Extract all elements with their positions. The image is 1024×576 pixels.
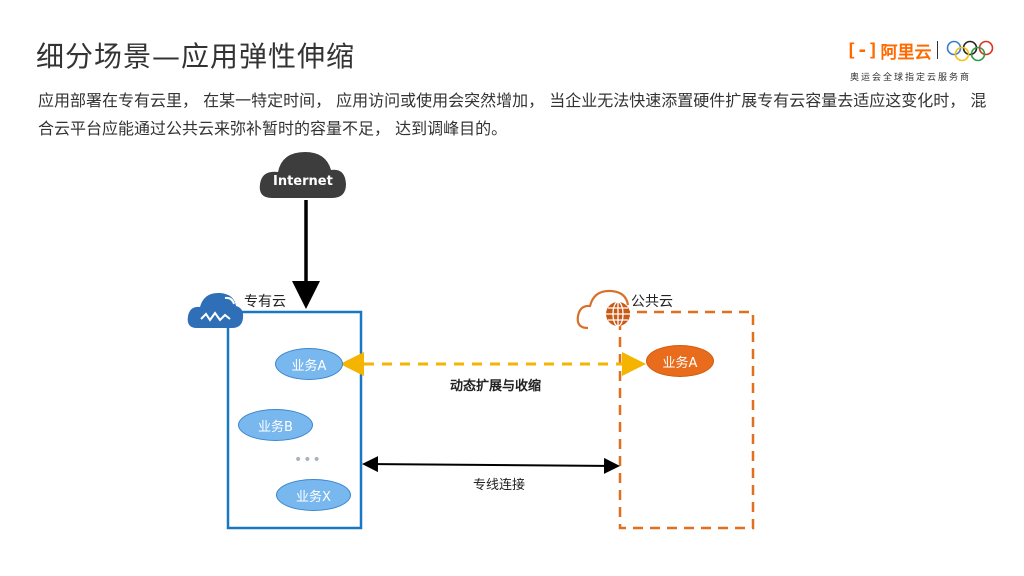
- olympic-rings-icon: [946, 40, 994, 62]
- more-services-ellipsis: •••: [294, 452, 322, 468]
- logo-brand: [-] 阿里云: [846, 38, 932, 63]
- private-service-x[interactable]: 业务X: [276, 479, 351, 511]
- logo-brand-name: 阿里云: [880, 43, 932, 63]
- public-service-a[interactable]: 业务A: [646, 345, 714, 377]
- description-text: 应用部署在专有云里， 在某一特定时间， 应用访问或使用会突然增加， 当企业无法快…: [38, 91, 987, 138]
- public-cloud-box: [618, 310, 755, 530]
- logo-bracket-icon: [-]: [846, 40, 879, 61]
- private-cloud-label: 专有云: [244, 294, 286, 310]
- public-cloud-label: 公共云: [631, 294, 673, 310]
- internet-label: Internet: [273, 174, 333, 189]
- dedicated-line-arrow: [362, 456, 620, 474]
- public-cloud-globe-icon: [576, 289, 630, 330]
- private-service-a[interactable]: 业务A: [275, 348, 343, 380]
- logo-separator: [937, 41, 938, 59]
- private-cloud-icon: [187, 292, 244, 328]
- dedicated-line-label: 专线连接: [473, 478, 526, 493]
- page-title: 细分场景—应用弹性伸缩: [36, 40, 356, 73]
- logo-tagline: 奥运会全球指定云服务商: [850, 73, 972, 83]
- internet-cloud-icon: [259, 152, 346, 198]
- dynamic-scaling-label: 动态扩展与收缩: [450, 379, 542, 394]
- aliyun-logo: [-] 阿里云 奥运会全球指定云服务商: [846, 38, 996, 88]
- private-service-b[interactable]: 业务B: [238, 409, 313, 441]
- private-cloud-box: [226, 310, 363, 530]
